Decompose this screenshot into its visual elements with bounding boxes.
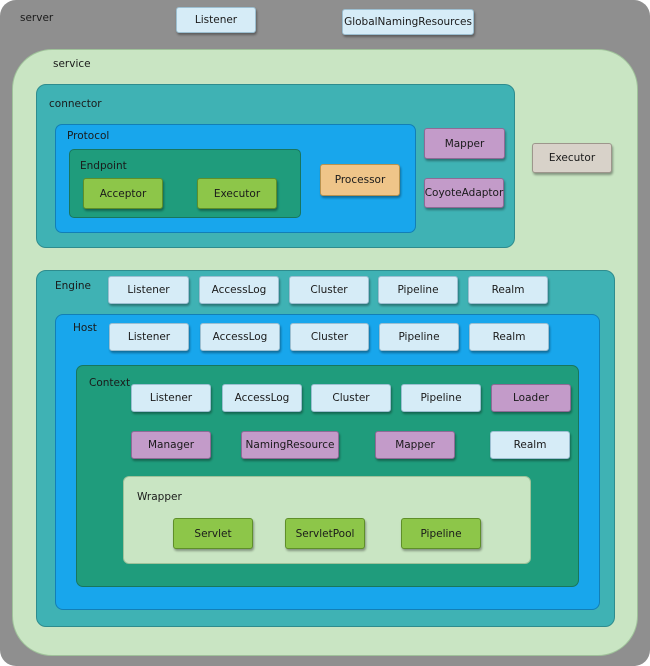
- coyote-adaptor: CoyoteAdaptor: [424, 178, 504, 208]
- protocol-label: Protocol: [67, 130, 110, 142]
- host-cluster: Cluster: [290, 323, 369, 351]
- endpoint-executor: Executor: [197, 178, 277, 209]
- host-realm: Realm: [469, 323, 549, 351]
- server-listener: Listener: [176, 7, 256, 33]
- acceptor: Acceptor: [83, 178, 163, 209]
- processor: Processor: [320, 164, 400, 196]
- servlet-pool: ServletPool: [285, 518, 365, 549]
- engine-realm: Realm: [468, 276, 548, 304]
- wrapper-pipeline: Pipeline: [401, 518, 481, 549]
- context-access-log: AccessLog: [222, 384, 302, 412]
- service-executor: Executor: [532, 143, 612, 173]
- service-label: service: [53, 58, 91, 70]
- engine-pipeline: Pipeline: [378, 276, 458, 304]
- engine-label: Engine: [55, 280, 91, 292]
- context-realm: Realm: [490, 431, 570, 459]
- context-mapper: Mapper: [375, 431, 455, 459]
- connector-mapper: Mapper: [424, 128, 505, 159]
- host-listener: Listener: [109, 323, 189, 351]
- engine-cluster: Cluster: [289, 276, 369, 304]
- host-pipeline: Pipeline: [379, 323, 459, 351]
- context-naming-resource: NamingResource: [241, 431, 339, 459]
- endpoint-label: Endpoint: [80, 160, 127, 172]
- server-label: server: [20, 12, 54, 24]
- context-listener: Listener: [131, 384, 211, 412]
- host-access-log: AccessLog: [200, 323, 280, 351]
- engine-listener: Listener: [108, 276, 189, 304]
- context-cluster: Cluster: [311, 384, 391, 412]
- context-label: Context: [89, 377, 131, 389]
- global-naming-resources: GlobalNamingResources: [342, 9, 474, 35]
- context-pipeline: Pipeline: [401, 384, 481, 412]
- wrapper-label: Wrapper: [137, 491, 182, 503]
- context-loader: Loader: [491, 384, 571, 412]
- servlet: Servlet: [173, 518, 253, 549]
- context-manager: Manager: [131, 431, 211, 459]
- engine-access-log: AccessLog: [199, 276, 279, 304]
- connector-label: connector: [49, 98, 102, 110]
- host-label: Host: [73, 322, 97, 334]
